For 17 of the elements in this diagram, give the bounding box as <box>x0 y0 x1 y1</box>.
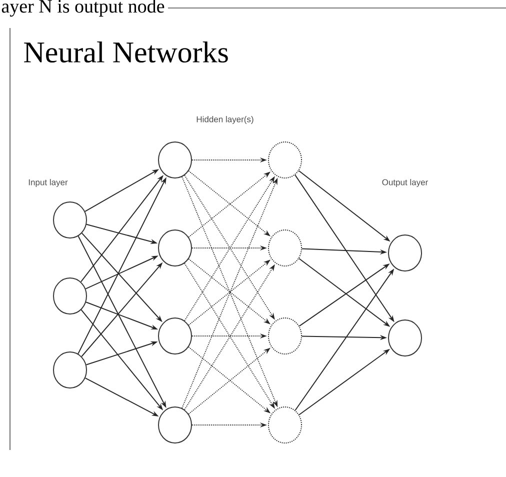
neuron-circle <box>53 202 87 238</box>
neuron-circle <box>158 318 192 354</box>
layer-label: Hidden layer(s) <box>196 116 254 124</box>
title: Neural Networks <box>24 41 228 63</box>
neuron-circle <box>388 320 422 356</box>
neuron-circle <box>388 234 422 272</box>
neuron-circle <box>268 230 302 266</box>
neuron-circle <box>268 142 302 178</box>
neuron-circle <box>158 142 192 178</box>
neuron-circle <box>53 278 87 314</box>
neuron-circle <box>53 352 87 388</box>
layer-label: Input layer <box>28 179 68 187</box>
neuron-circle <box>268 406 302 444</box>
layer-label: Output layer <box>382 179 428 187</box>
neuron-circle <box>158 230 192 266</box>
neuron-circle <box>158 406 192 444</box>
neuron-circle <box>268 318 302 354</box>
